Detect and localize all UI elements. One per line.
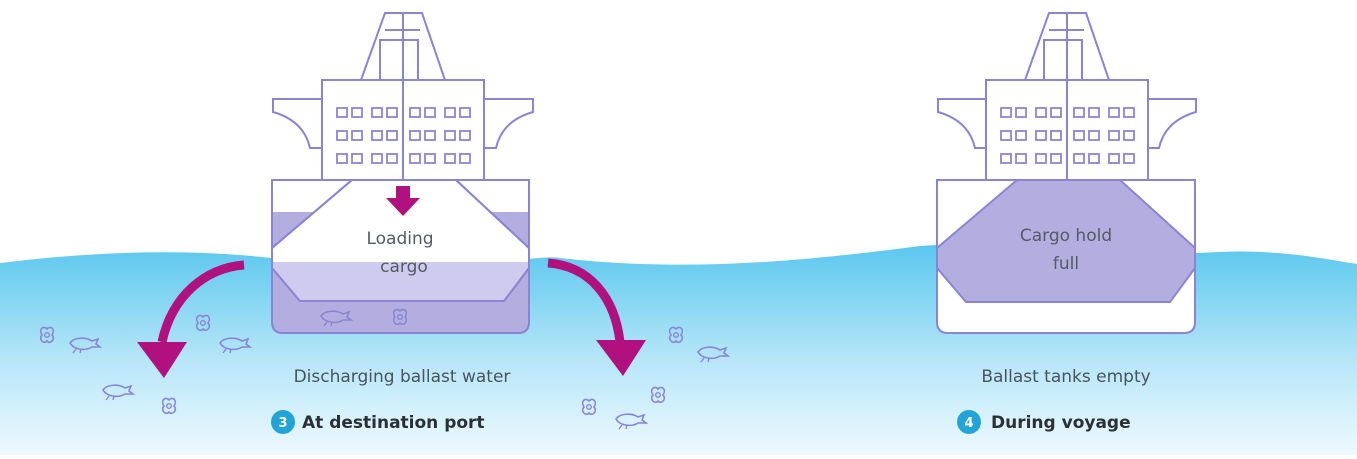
hold-label-line2: full: [1053, 254, 1079, 274]
stage-number-badge: [271, 410, 295, 434]
cabin-windows: [1000, 107, 1135, 164]
hold-label-line1: Loading: [366, 229, 433, 249]
ship-destination-port: Loading cargo: [271, 12, 534, 334]
caption-stage-3: Discharging ballast water: [294, 367, 511, 387]
ship-mast: [359, 12, 447, 81]
cabin-windows: [336, 107, 471, 164]
loading-down-arrow-icon: [386, 186, 420, 216]
hold-label-line1: Cargo hold: [1020, 226, 1112, 246]
stage-label-3: 3 At destination port: [271, 410, 485, 434]
stage-number: 3: [278, 416, 287, 431]
stage-number-badge: [957, 410, 981, 434]
stage-label-4: 4 During voyage: [957, 410, 1131, 434]
discharge-arrow-left-icon: [157, 260, 245, 344]
cargo-loaded: [272, 262, 529, 301]
ship-during-voyage: Cargo hold full: [936, 12, 1197, 334]
ship-mast: [1023, 12, 1111, 81]
discharge-arrow-right-icon: [547, 258, 625, 343]
stage-title: During voyage: [991, 413, 1131, 433]
stage-title: At destination port: [302, 413, 485, 433]
stage-number: 4: [964, 416, 973, 431]
caption-stage-4: Ballast tanks empty: [981, 367, 1150, 387]
hold-label-line2: cargo: [380, 257, 428, 277]
cargo-hold-full: [936, 179, 1196, 303]
discharge-arrows: [137, 258, 646, 378]
